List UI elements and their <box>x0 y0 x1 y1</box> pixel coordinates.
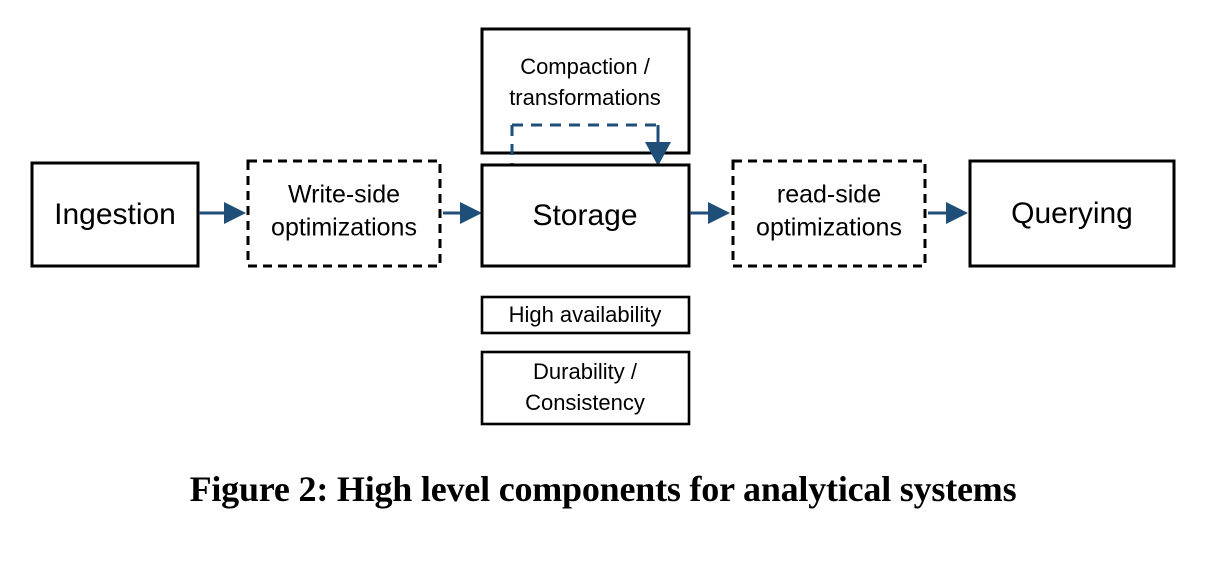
storage-box <box>480 163 691 268</box>
write-side-label-line2: optimizations <box>271 214 417 242</box>
durability-label-line2: Consistency <box>525 390 645 415</box>
node-compaction: Compaction / transformations <box>480 27 691 155</box>
node-storage: Storage <box>480 163 691 268</box>
read-side-arrow-head <box>946 202 968 224</box>
connector-ingestion-to-write-side <box>199 202 246 224</box>
node-durability-consistency: Durability / Consistency <box>480 350 691 426</box>
node-read-side-optimizations: read-side optimizations <box>731 159 927 268</box>
compaction-label-line2: transformations <box>509 85 661 110</box>
storage-label: Storage <box>532 199 637 232</box>
storage-arrow-head <box>708 202 730 224</box>
ingestion-label: Ingestion <box>54 198 176 231</box>
connector-storage-to-compaction <box>510 123 658 186</box>
write-side-arrow-head <box>460 202 482 224</box>
high-availability-box <box>480 295 691 335</box>
figure-caption: Figure 2: High level components for anal… <box>189 469 1017 509</box>
querying-label: Querying <box>1011 197 1133 230</box>
diagram-canvas: Compaction / transformations Ingestion <box>30 27 1176 426</box>
durability-label-line1: Durability / <box>533 359 638 384</box>
node-querying: Querying <box>968 159 1176 268</box>
compaction-box <box>480 27 691 155</box>
read-side-label-line1: read-side <box>777 181 881 209</box>
compaction-arrow-head <box>645 142 671 166</box>
node-write-side-optimizations: Write-side optimizations <box>246 159 442 268</box>
connector-write-side-to-storage <box>443 202 482 224</box>
node-ingestion: Ingestion <box>30 161 200 268</box>
querying-box <box>968 159 1176 268</box>
read-side-label-line2: optimizations <box>756 214 902 242</box>
node-high-availability: High availability <box>480 295 691 335</box>
write-side-label-line1: Write-side <box>288 181 400 209</box>
ingestion-arrow-head <box>224 202 246 224</box>
write-side-box <box>246 159 442 268</box>
read-side-box <box>731 159 927 268</box>
ingestion-box <box>30 161 200 268</box>
connector-storage-to-read-side <box>690 202 730 224</box>
connector-read-side-to-querying <box>928 202 968 224</box>
connector-compaction-to-storage <box>645 125 671 166</box>
durability-box <box>480 350 691 426</box>
compaction-label-line1: Compaction / <box>520 54 651 79</box>
high-availability-label: High availability <box>509 302 662 327</box>
